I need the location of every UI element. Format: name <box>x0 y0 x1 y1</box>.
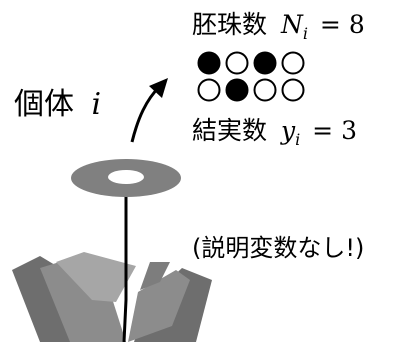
ovule-unfertilized-circle <box>281 51 305 75</box>
ovule-subscript: i <box>302 24 308 43</box>
leaf-top <box>56 252 136 302</box>
arrow-head-icon <box>149 78 168 98</box>
ovule-unfertilized-circle <box>197 78 221 102</box>
ovule-fertilized-circle <box>197 51 221 75</box>
ovule-count-word: 胚珠数 <box>192 10 268 39</box>
individual-label: 個体 i <box>14 90 101 120</box>
ovule-fertilized-circle <box>225 78 249 102</box>
leaf-right-small <box>140 262 170 290</box>
ovule-unfertilized-circle <box>225 51 249 75</box>
seed-equation: = 3 <box>312 116 357 145</box>
individual-var: i <box>91 87 102 122</box>
no-explanatory-note: (説明変数なし!) <box>192 234 365 262</box>
ovule-fertilized-circle <box>253 51 277 75</box>
leaf-right-front <box>128 270 190 342</box>
ovule-var: N <box>280 10 303 39</box>
stem <box>122 188 128 342</box>
individual-word: 個体 <box>14 87 74 122</box>
ovule-grid <box>197 51 305 102</box>
ovule-unfertilized-circle <box>253 78 277 102</box>
seed-count-word: 結実数 <box>192 116 268 145</box>
seed-count-label: 結実数 yi = 3 <box>192 116 357 148</box>
ovule-count-label: 胚珠数 Ni = 8 <box>192 10 365 42</box>
arrow-curve <box>130 84 162 143</box>
ovule-equation: = 8 <box>319 10 365 39</box>
flower-center <box>108 170 144 184</box>
seed-var: y <box>280 116 296 145</box>
ovule-unfertilized-circle <box>281 78 305 102</box>
seed-subscript: i <box>295 130 301 149</box>
leaf-mid-left <box>40 260 126 342</box>
